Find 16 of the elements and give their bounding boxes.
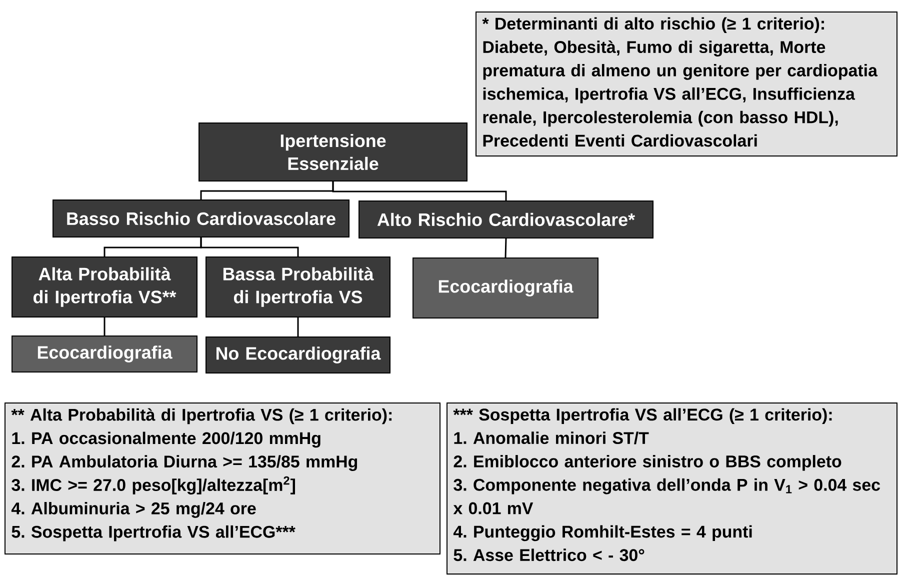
process-box: Alta Probabilità di Ipertrofia VS** [12, 256, 198, 318]
process-box: Ecocardiografia [412, 258, 598, 318]
note-box: ** Alta Probabilità di Ipertrofia VS (≥ 1 criterio): 1. PA occasionalmente 200/120 mmHg 2. PA Ambulatoria Diurna >= 135/85 mmHg 3. IMC >= 27.0 peso[kg]/altezza[m$^{2}$] 4. Albuminuria > 25 mg/24 ore 5. Sospetta Ipertrofia VS all’ECG*** [4, 402, 440, 554]
process-box: Alto Rischio Cardiovascolare* [358, 200, 654, 238]
connector [104, 318, 106, 336]
process-box: Ecocardiografia [12, 336, 198, 372]
process-box: No Ecocardiografia [206, 336, 390, 374]
process-box: Ipertensione Essenziale [198, 122, 468, 182]
process-box: Bassa Probabilità di Ipertrofia VS [206, 256, 390, 318]
process-box: Basso Rischio Cardiovascolare [52, 200, 350, 238]
connector [200, 238, 299, 256]
connector [297, 318, 299, 336]
note-box: * Determinanti di alto rischio (≥ 1 criterio): Diabete, Obesità, Fumo di sigaretta, Morte prematura di almeno un genitore per cardiopatia ischemica, Ipertrofia VS all’ECG, Insufficienza renale, Ipercolesterolemia (con basso HDL), Precedenti Eventi Cardiovascolari [476, 12, 898, 156]
connector [504, 238, 507, 258]
note-box: *** Sospetta Ipertrofia VS all’ECG (≥ 1 criterio): 1. Anomalie minori ST/T 2. Emiblocco anteriore sinistro o BBS completo 3. Componente negativa dell’onda P in V$_{1}$ > 0.04 sec x 0.01 mV 4. Punteggio Romhilt-Estes = 4 punti 5. Asse Elettrico < - 30° [446, 402, 898, 574]
connector [332, 182, 507, 200]
